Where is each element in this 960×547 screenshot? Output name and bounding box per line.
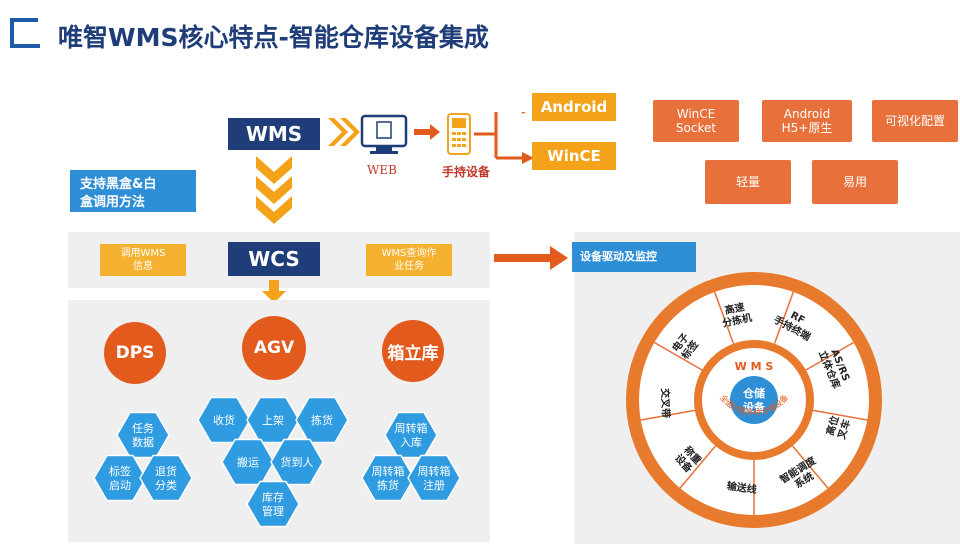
ring-divider (640, 409, 696, 421)
agv-hex: 搬运 (221, 438, 275, 486)
monitor-icon (360, 114, 408, 148)
hex-label: 库存 (262, 490, 284, 504)
hex-grids: 任务数据标签启动退货分类收货上架拣货搬运货到人库存管理周转箱入库周转箱拣货周转箱… (93, 396, 461, 528)
ring-divider (812, 409, 868, 421)
agv-circle: AGV (242, 316, 306, 380)
box-storage-circle: 箱立库 (382, 320, 444, 382)
top-flow-graphics (328, 112, 534, 164)
agv-hex: 货到人 (270, 438, 324, 486)
agv-hex: 拣货 (295, 396, 349, 444)
hex-label: 注册 (423, 478, 445, 492)
agv-hex: 收货 (197, 396, 251, 444)
ring-divider (773, 291, 795, 344)
svg-text:交叉带: 交叉带 (659, 388, 673, 418)
ring-divider (805, 341, 854, 371)
hex-label: 退货 (155, 464, 177, 478)
svg-text:输送线: 输送线 (726, 479, 758, 496)
chevron-down-icon (256, 156, 292, 224)
hex-label: 数据 (132, 435, 154, 449)
query-task-note: WMS查询作业任务 (366, 244, 452, 276)
center-line-2: 设备 (743, 400, 766, 414)
chevron-right-icon (340, 118, 360, 146)
ring-divider (713, 291, 735, 344)
hex-label: 周转箱 (372, 464, 405, 478)
hex-label: 任务 (132, 422, 154, 435)
chevron-right-icon (328, 118, 348, 146)
hex-label: 拣货 (311, 413, 333, 427)
hex-label: 启动 (109, 479, 131, 492)
agv-hex: 上架 (246, 396, 300, 444)
hex-label: 入库 (400, 436, 422, 449)
arrow-right-icon (414, 129, 430, 135)
arrow-right-icon (494, 246, 568, 270)
web-label: WEB (367, 163, 397, 177)
feature-box: 可视化配置 (872, 100, 958, 142)
hex-label: 周转箱 (418, 464, 451, 478)
hex-label: 货到人 (281, 455, 314, 469)
ring-wms-text: W M S (735, 360, 774, 373)
device-driver-label: 设备驱动及监控 (572, 242, 696, 272)
support-method-box: 支持黑盒&白盒调用方法 (70, 170, 196, 212)
title-bracket-icon (10, 18, 14, 48)
hex-label: 搬运 (237, 455, 259, 469)
ring-divider (654, 341, 703, 371)
page-title: 唯智WMS核心特点-智能仓库设备集成 (58, 23, 489, 52)
title-bracket-top (10, 18, 38, 22)
hex-label: 管理 (262, 504, 284, 518)
feature-box: 易用 (812, 160, 898, 204)
device-ring: RF手持终端AS/RS立体仓库高位叉车智能调度系统输送线称重设备交叉带电子标签高… (626, 272, 882, 528)
svg-text:高速: 高速 (723, 300, 745, 317)
android-box: Android (532, 93, 616, 121)
hex-label: 收货 (213, 413, 235, 427)
hex-label: 周转箱 (395, 421, 428, 435)
hex-label: 拣货 (377, 478, 399, 492)
wcs-box: WCS (228, 242, 320, 276)
feature-box: 轻量 (705, 160, 791, 204)
title-bracket-bottom (10, 44, 40, 48)
ring-divider (679, 445, 717, 489)
dps-circle: DPS (104, 322, 166, 384)
arrow-down-icon (262, 280, 286, 303)
ring-divider (791, 445, 829, 489)
hex-label: 标签 (109, 464, 131, 478)
hex-label: 上架 (262, 414, 284, 427)
center-line-1: 仓储 (742, 386, 765, 400)
ring-segment-label: 输送线 (726, 479, 758, 496)
wince-box: WinCE (532, 142, 616, 170)
wms-box: WMS (228, 118, 320, 150)
ring-segment-label: 交叉带 (659, 388, 673, 418)
hex-label: 分类 (155, 478, 177, 492)
handheld-label: 手持设备 (441, 165, 490, 179)
center-storage-circle (730, 376, 778, 424)
